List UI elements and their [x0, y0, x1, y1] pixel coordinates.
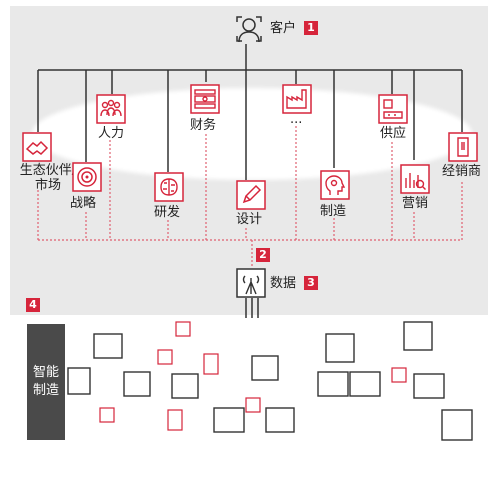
target-icon [72, 162, 102, 196]
finance-label: 财务 [190, 118, 217, 133]
hr-label: 人力 [98, 126, 125, 141]
more-label: ... [290, 112, 303, 127]
data-label: 数据 [270, 276, 297, 291]
manufacturing-label: 制造 [320, 204, 347, 219]
pencil-icon [236, 180, 266, 214]
smart-manufacturing-label: 智能 制造 [27, 324, 65, 440]
smart-manufacturing-panel [19, 318, 485, 453]
partner-label: 生态伙伴/ 市场 [19, 163, 77, 193]
brain-icon [154, 172, 184, 206]
handshake-icon [22, 132, 52, 166]
badge-2: 2 [256, 248, 270, 262]
badge-3: 3 [304, 276, 318, 290]
rnd-label: 研发 [154, 205, 181, 220]
badge-1: 1 [304, 21, 318, 35]
antenna-icon [236, 268, 266, 302]
design-label: 设计 [236, 212, 263, 227]
supply-chain-icon [378, 94, 408, 128]
factory-icon [282, 84, 312, 118]
people-icon [96, 94, 126, 128]
badge-4: 4 [26, 298, 40, 312]
marketing-label: 营销 [402, 196, 429, 211]
analytics-icon [400, 164, 430, 198]
supply-label: 供应 [380, 126, 407, 141]
strategy-label: 战略 [70, 196, 97, 211]
customer-label: 客户 [270, 21, 297, 36]
head-gear-icon [320, 170, 350, 204]
money-icon [190, 84, 220, 118]
customer-icon [234, 14, 264, 48]
distributor-label: 经销商 [442, 164, 482, 179]
box-icon [448, 132, 478, 166]
